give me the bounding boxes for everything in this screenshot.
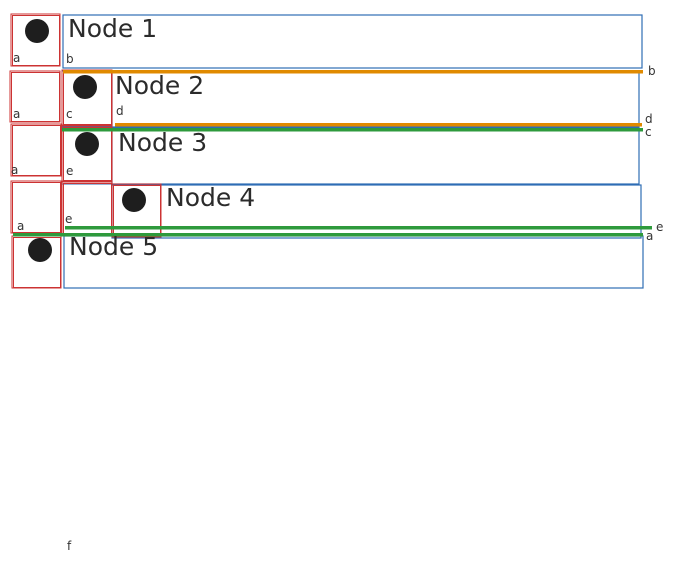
node-1-label: Node 1: [68, 14, 157, 43]
label-d-1: d: [116, 104, 124, 118]
node-3-label: Node 3: [118, 128, 207, 157]
edge-e: [65, 226, 652, 230]
label-c-2: c: [645, 125, 652, 139]
node-2-label: Node 2: [115, 71, 204, 100]
red-box-a3: [10, 123, 62, 177]
node-2-dot: [73, 75, 97, 99]
edge-b: [63, 70, 643, 74]
label-b-1: b: [66, 52, 74, 66]
label-c-1: c: [66, 107, 73, 121]
node-5-dot: [28, 238, 52, 262]
red-box-e1: [61, 125, 113, 182]
label-e-1: e: [66, 164, 73, 178]
node-4-label: Node 4: [166, 183, 255, 212]
label-e-3: e: [656, 220, 663, 234]
label-a-3: a: [11, 163, 18, 177]
edge-c: [62, 128, 643, 132]
label-a-1: a: [13, 51, 20, 65]
edge-a: [13, 233, 643, 237]
node-1-dot: [25, 19, 49, 43]
label-d-2: d: [645, 112, 653, 126]
label-a-4: a: [17, 219, 24, 233]
node-5-label: Node 5: [69, 232, 158, 261]
node-1-box: [62, 14, 643, 69]
label-e-2: e: [65, 212, 72, 226]
label-a-5: a: [646, 229, 653, 243]
node-4-dot: [122, 188, 146, 212]
label-f: f: [67, 539, 72, 553]
node-3-dot: [75, 132, 99, 156]
edge-d: [115, 123, 642, 127]
red-box-a2: [9, 70, 61, 123]
label-b-2: b: [648, 64, 656, 78]
label-a-2: a: [13, 107, 20, 121]
red-box-a1: [10, 13, 61, 67]
